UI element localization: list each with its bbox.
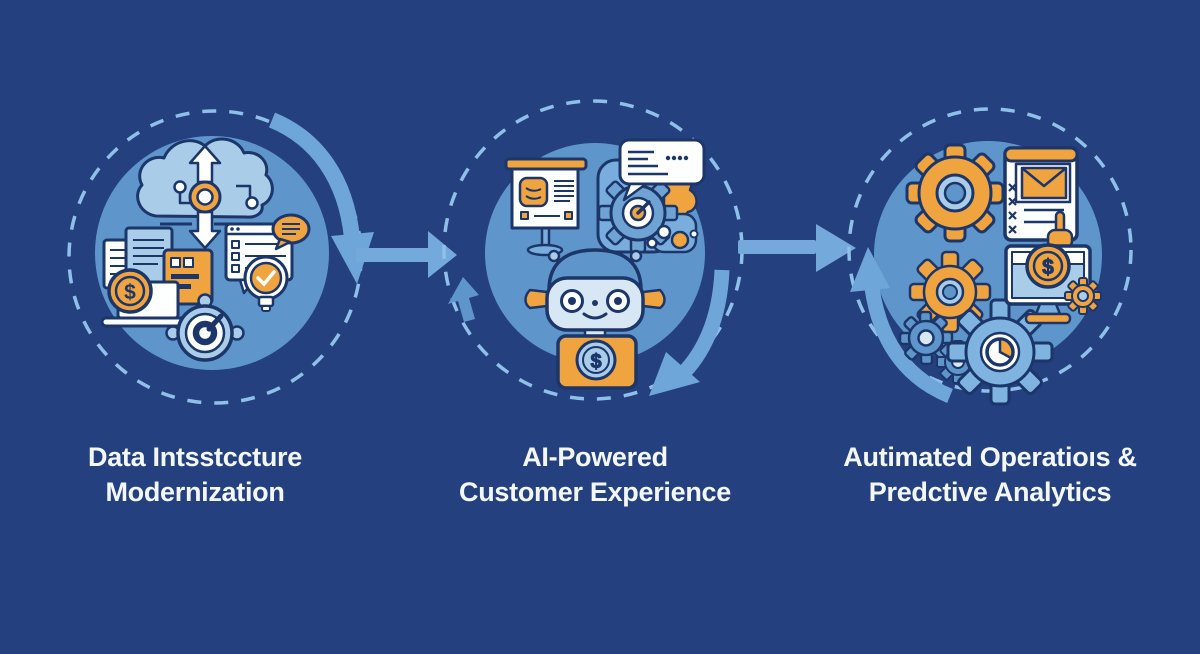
step-2-label-line1: AI-Powered (522, 442, 668, 472)
hand-pointer-icon (1046, 210, 1074, 250)
cycle-arrow-icon (850, 247, 953, 403)
cycle-arrow-icon (268, 112, 374, 284)
presentation-board-icon (504, 157, 588, 257)
flow-arrow-2 (738, 224, 856, 272)
pie-chart-gear-icon (946, 298, 1054, 406)
dollar-coin-icon: $ (107, 268, 153, 314)
speech-bubble-icon (618, 138, 706, 202)
step-1-label-line1: Data Intsstccture (88, 442, 302, 472)
cloud-sync-icon (136, 137, 274, 250)
dollar-symbol: $ (590, 351, 601, 373)
lightbulb-check-icon (243, 255, 289, 312)
cycle-arrow-icon (649, 269, 730, 396)
monitor-dollar-icon: $ (1004, 243, 1102, 325)
step-2-graphic: $ (442, 99, 744, 401)
dollar-symbol: $ (1042, 256, 1054, 279)
dollar-coin-icon: $ (1025, 243, 1071, 289)
gear-icon (908, 250, 992, 334)
cursor-arrow-icon (448, 277, 479, 322)
step-2-label-line2: Customer Experience (459, 477, 731, 507)
step-1-label: Data Intsstccture Modernization (20, 440, 370, 510)
gear-icon (898, 310, 954, 366)
step-1-label-line2: Modernization (105, 477, 285, 507)
step-1-graphic: $ (67, 109, 374, 405)
step-3-label-line2: Predctive Analytics (868, 477, 1112, 507)
dollar-symbol: $ (124, 281, 136, 304)
dollar-coin-icon: $ (575, 339, 617, 381)
email-tasklist-icon (1003, 146, 1079, 250)
step-3-graphic: $ (847, 107, 1133, 406)
gear-head-chat-icon (596, 138, 706, 254)
robot-assistant-icon: $ (524, 248, 666, 390)
step-3-label: Autimated Operatioıs & Predctive Analyti… (800, 440, 1180, 510)
step-2-label: AI-Powered Customer Experience (420, 440, 770, 510)
gauge-icon (165, 293, 245, 362)
step-3-label-line1: Autimated Operatioıs & (843, 442, 1137, 472)
gear-icon (905, 143, 1005, 243)
gear-icon (1064, 277, 1102, 315)
